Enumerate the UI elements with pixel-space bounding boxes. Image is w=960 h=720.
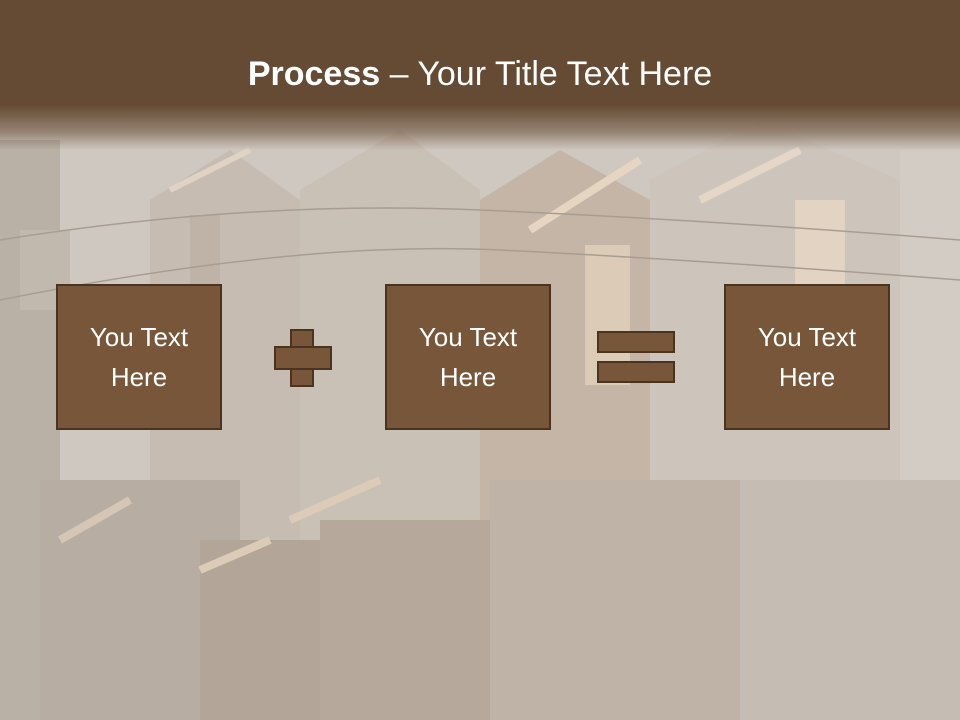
slide-title[interactable]: Process – Your Title Text Here — [0, 50, 960, 98]
title-bold: Process — [247, 55, 381, 93]
box-line-1: You Text — [418, 322, 518, 352]
equals-bottom-bar — [597, 361, 675, 383]
box-line-1: You Text — [89, 322, 189, 352]
title-rest: – Your Title Text Here — [380, 55, 713, 93]
title-band — [0, 0, 960, 150]
equals-top-bar — [597, 331, 675, 353]
box-line-2: Here — [110, 362, 168, 392]
box-line-2: Here — [778, 362, 836, 392]
box-line-2: Here — [439, 362, 497, 392]
plus-center — [292, 348, 312, 368]
box-line-1: You Text — [757, 322, 857, 352]
